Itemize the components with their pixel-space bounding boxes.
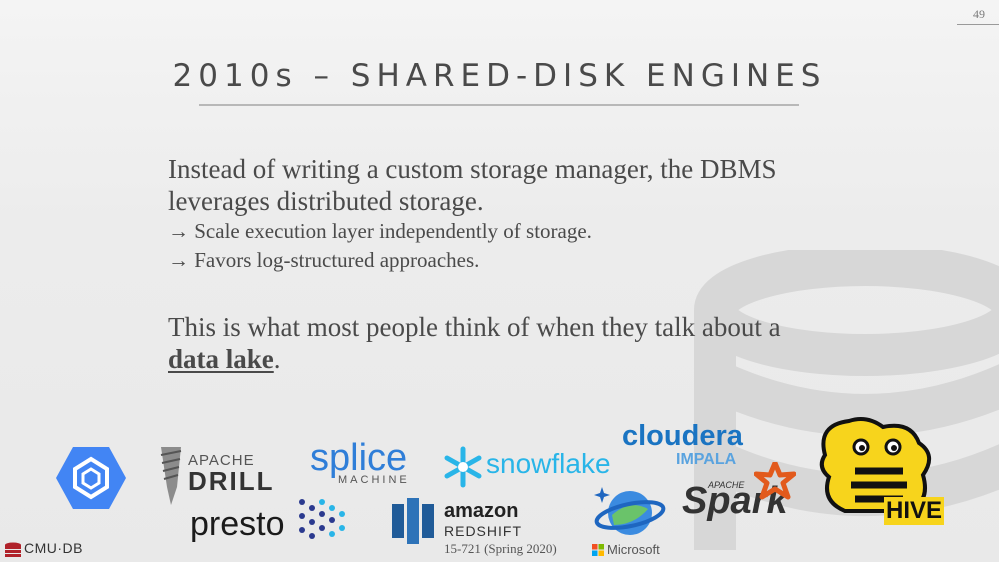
apache-drill-bit-icon xyxy=(160,447,182,505)
page-number: 49 xyxy=(973,7,985,21)
cosmos-db-logo-icon xyxy=(594,487,666,535)
slide-title: 2010s – SHARED-DISK ENGINES xyxy=(172,58,827,94)
data-lake-suffix: . xyxy=(273,344,281,374)
paragraph-data-lake: This is what most people think of when t… xyxy=(168,311,828,375)
redshift-label: REDSHIFT xyxy=(444,523,522,539)
hive-bee-elephant-icon xyxy=(819,417,931,513)
course-footer: 15-721 (Spring 2020) xyxy=(444,541,557,556)
bullet-log-structured: → Favors log-structured approaches. xyxy=(168,248,480,272)
cloudera-label: cloudera xyxy=(622,420,743,452)
apache-drill-label: DRILL xyxy=(188,466,275,496)
splice-machine-label: MACHINE xyxy=(338,474,410,486)
impala-label: IMPALA xyxy=(676,451,737,468)
presto-label: presto xyxy=(190,505,285,543)
redshift-logo-icon xyxy=(392,498,434,544)
spark-label: Spark xyxy=(682,480,788,522)
spark-apache-label: APACHE xyxy=(708,480,745,490)
paragraph-storage: Instead of writing a custom storage mana… xyxy=(168,154,777,216)
hive-label: HIVE xyxy=(884,497,945,525)
microsoft-logo-icon xyxy=(592,544,604,556)
bigquery-logo-icon xyxy=(56,447,126,509)
cmu-db-logo-icon xyxy=(5,542,21,557)
slide-body: Instead of writing a custom storage mana… xyxy=(168,153,828,375)
page-number-rule xyxy=(957,24,999,25)
microsoft-label: Microsoft xyxy=(607,542,660,557)
data-lake-term: data lake xyxy=(168,344,274,374)
amazon-label: amazon xyxy=(444,500,519,522)
bullet-scale-execution: → Scale execution layer independently of… xyxy=(168,219,592,243)
snowflake-label: snowflake xyxy=(486,448,611,479)
title-underline xyxy=(199,104,799,106)
data-lake-prefix: This is what most people think of when t… xyxy=(168,312,781,342)
presto-dots-icon xyxy=(299,499,345,539)
spark-star-icon xyxy=(754,462,796,500)
splice-logo-text: splice xyxy=(310,437,408,479)
cmu-db-label: CMU·DB xyxy=(24,540,83,556)
apache-drill-apache-label: APACHE xyxy=(188,452,255,469)
snowflake-logo-icon xyxy=(444,446,482,488)
